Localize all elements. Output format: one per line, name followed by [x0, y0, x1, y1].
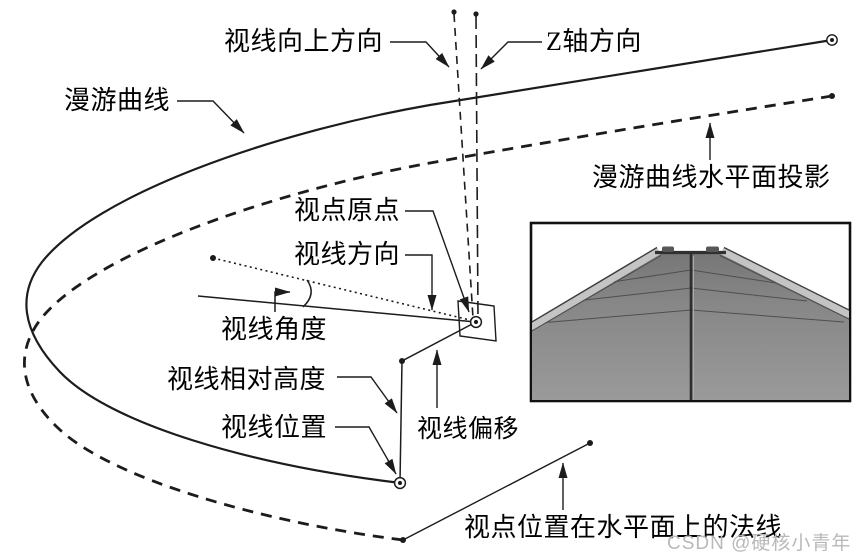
leader-z-axis	[480, 41, 542, 70]
leader-relative-height	[337, 376, 398, 414]
leader-lines	[177, 41, 715, 510]
roaming-curve-projection	[23, 93, 835, 542]
label-z-axis-direction: Z轴方向	[546, 27, 642, 56]
sight-angle-arc	[302, 279, 312, 308]
label-sight-angle: 视线角度	[221, 315, 328, 344]
leader-viewpoint-origin	[405, 210, 470, 313]
leader-view-up	[390, 41, 450, 68]
inset-bump-left	[662, 246, 674, 252]
label-curve-projection: 漫游曲线水平面投影	[592, 163, 831, 192]
z-axis-line	[473, 11, 479, 319]
leader-sight-position	[335, 426, 397, 475]
inset-3d-road-render	[529, 221, 852, 403]
label-sight-direction: 视线方向	[294, 240, 401, 269]
leader-roaming-curve	[177, 100, 245, 134]
roaming-curve	[25, 34, 838, 485]
leader-sight-direction	[405, 254, 437, 311]
label-viewpoint-normal: 视点位置在水平面上的法线	[464, 513, 783, 542]
label-sight-position: 视线位置	[221, 413, 328, 442]
label-viewpoint-origin: 视点原点	[294, 196, 401, 225]
inset-bump-right	[706, 246, 719, 252]
csdn-watermark: CSDN @硬核小青年	[667, 533, 852, 554]
offset-height-lines	[393, 321, 477, 490]
label-view-up-direction: 视线向上方向	[224, 27, 384, 56]
viewpoint-normal-line	[400, 440, 593, 543]
angle-reference-line	[197, 295, 477, 323]
label-roaming-curve: 漫游曲线	[64, 86, 171, 115]
inset-barriers	[532, 246, 849, 332]
label-sight-offset: 视线偏移	[417, 416, 520, 443]
viewpoint-marker	[469, 315, 483, 329]
sight-angle-leader	[274, 287, 291, 312]
label-sight-relative-height: 视线相对高度	[167, 365, 327, 394]
view-up-axis	[451, 9, 474, 319]
sight-direction-line	[210, 255, 475, 322]
